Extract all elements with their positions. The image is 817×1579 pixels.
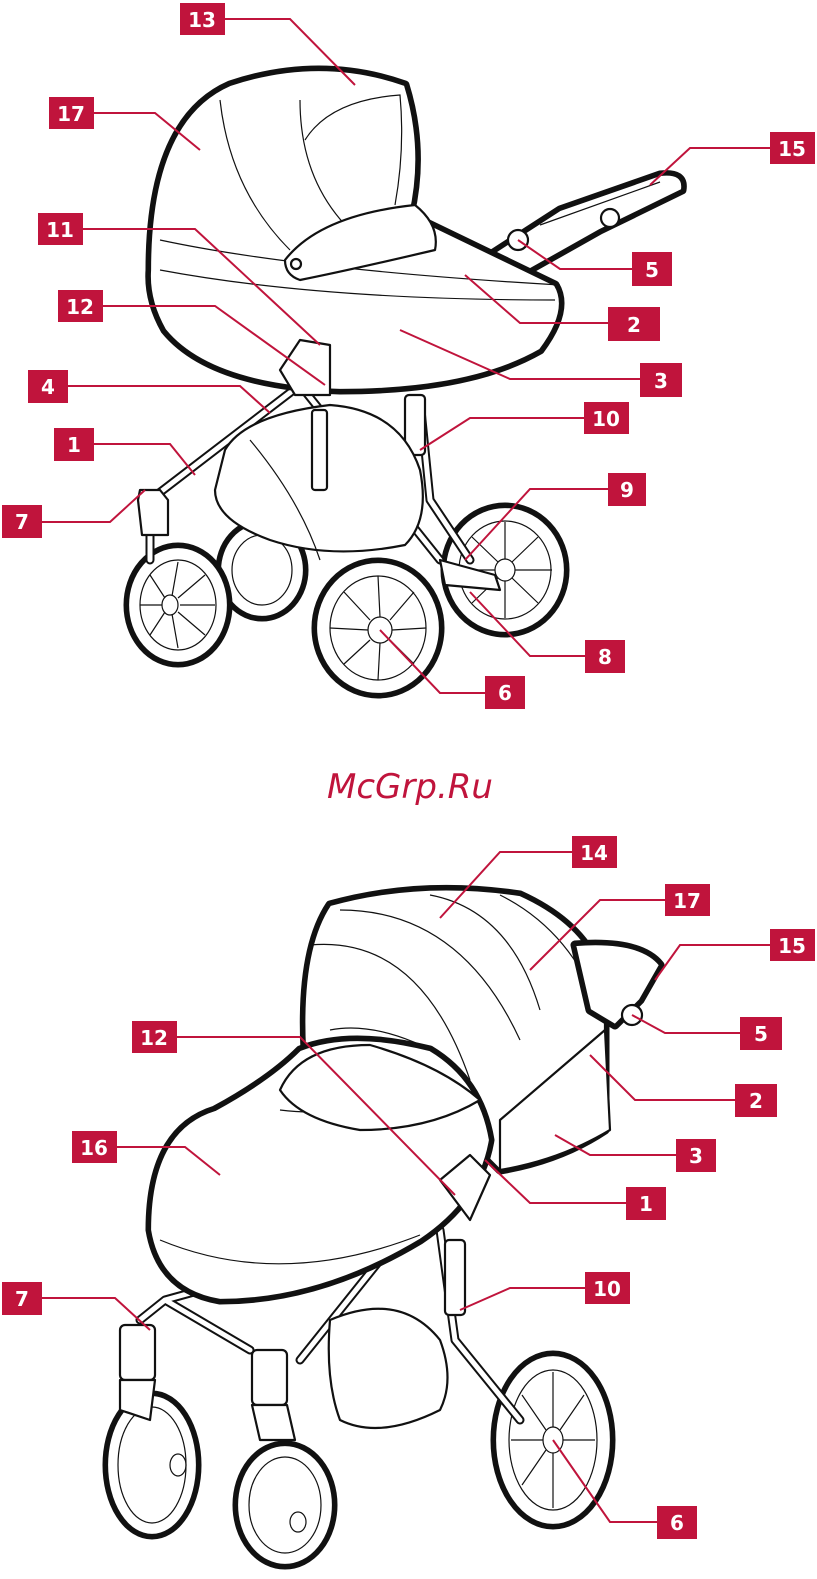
- callout-5: 5: [632, 252, 672, 286]
- callout-2: 2: [608, 307, 660, 341]
- callout-b-7-label: 7: [15, 1287, 29, 1311]
- callout-8-label: 8: [598, 645, 612, 669]
- callout-13-label: 13: [188, 8, 216, 32]
- callout-b-6: 6: [657, 1506, 697, 1539]
- seat-unit-stroller-drawing: [107, 889, 660, 1565]
- callout-3-label: 3: [654, 369, 668, 393]
- watermark: McGrp.Ru: [327, 767, 493, 807]
- callout-b-15: 15: [770, 929, 815, 961]
- callout-2-label: 2: [627, 313, 641, 337]
- front-right-wheel: [128, 547, 228, 663]
- callout-b-2-label: 2: [749, 1089, 763, 1113]
- bottom-basket: [329, 1309, 448, 1428]
- callout-6: 6: [485, 676, 525, 709]
- callout-8: 8: [585, 640, 625, 673]
- callout-b-6-label: 6: [670, 1511, 684, 1535]
- callout-10-label: 10: [592, 407, 620, 431]
- callout-b-16-label: 16: [80, 1136, 108, 1160]
- callout-b-2: 2: [735, 1084, 777, 1117]
- callout-9: 9: [608, 473, 646, 506]
- bottom-front-left-wheel: [237, 1445, 333, 1565]
- callout-4: 4: [28, 370, 68, 403]
- callout-b-12: 12: [132, 1021, 177, 1053]
- carrycot: [150, 70, 560, 390]
- callout-3: 3: [640, 363, 682, 397]
- callout-b-12-label: 12: [140, 1026, 168, 1050]
- callout-b-14-label: 14: [580, 841, 608, 865]
- callout-b-17: 17: [665, 884, 710, 916]
- callout-b-10-label: 10: [593, 1277, 621, 1301]
- callout-b-1-label: 1: [639, 1192, 653, 1216]
- callout-12: 12: [58, 290, 103, 322]
- callout-b-14: 14: [572, 836, 617, 868]
- callout-b-1: 1: [626, 1187, 666, 1220]
- callout-b-10: 10: [585, 1272, 630, 1304]
- callout-11-label: 11: [46, 218, 74, 242]
- callout-11: 11: [38, 213, 83, 245]
- callout-12-label: 12: [66, 295, 94, 319]
- callout-7-label: 7: [15, 510, 29, 534]
- callout-b-16: 16: [72, 1131, 117, 1163]
- carrycot-stroller-drawing: [128, 70, 682, 694]
- callout-7: 7: [2, 505, 42, 538]
- footmuff: [150, 1040, 490, 1300]
- callout-17-label: 17: [57, 102, 85, 126]
- callout-b-5: 5: [740, 1017, 782, 1050]
- callout-4-label: 4: [41, 375, 55, 399]
- callout-b-17-label: 17: [673, 889, 701, 913]
- callout-b-7: 7: [2, 1282, 42, 1315]
- callout-9-label: 9: [620, 478, 634, 502]
- callout-1: 1: [54, 428, 94, 461]
- callout-17: 17: [49, 97, 94, 129]
- callout-b-15-label: 15: [778, 934, 806, 958]
- callout-b-3-label: 3: [689, 1144, 703, 1168]
- callout-6-label: 6: [498, 681, 512, 705]
- callout-15-label: 15: [778, 137, 806, 161]
- callout-13: 13: [180, 3, 225, 35]
- callout-5-label: 5: [645, 258, 659, 282]
- bottom-front-right-wheel: [107, 1395, 197, 1535]
- callout-15: 15: [770, 132, 815, 164]
- callout-b-5-label: 5: [754, 1022, 768, 1046]
- callout-10: 10: [584, 402, 629, 434]
- callout-b-3: 3: [676, 1139, 716, 1172]
- callout-1-label: 1: [67, 433, 81, 457]
